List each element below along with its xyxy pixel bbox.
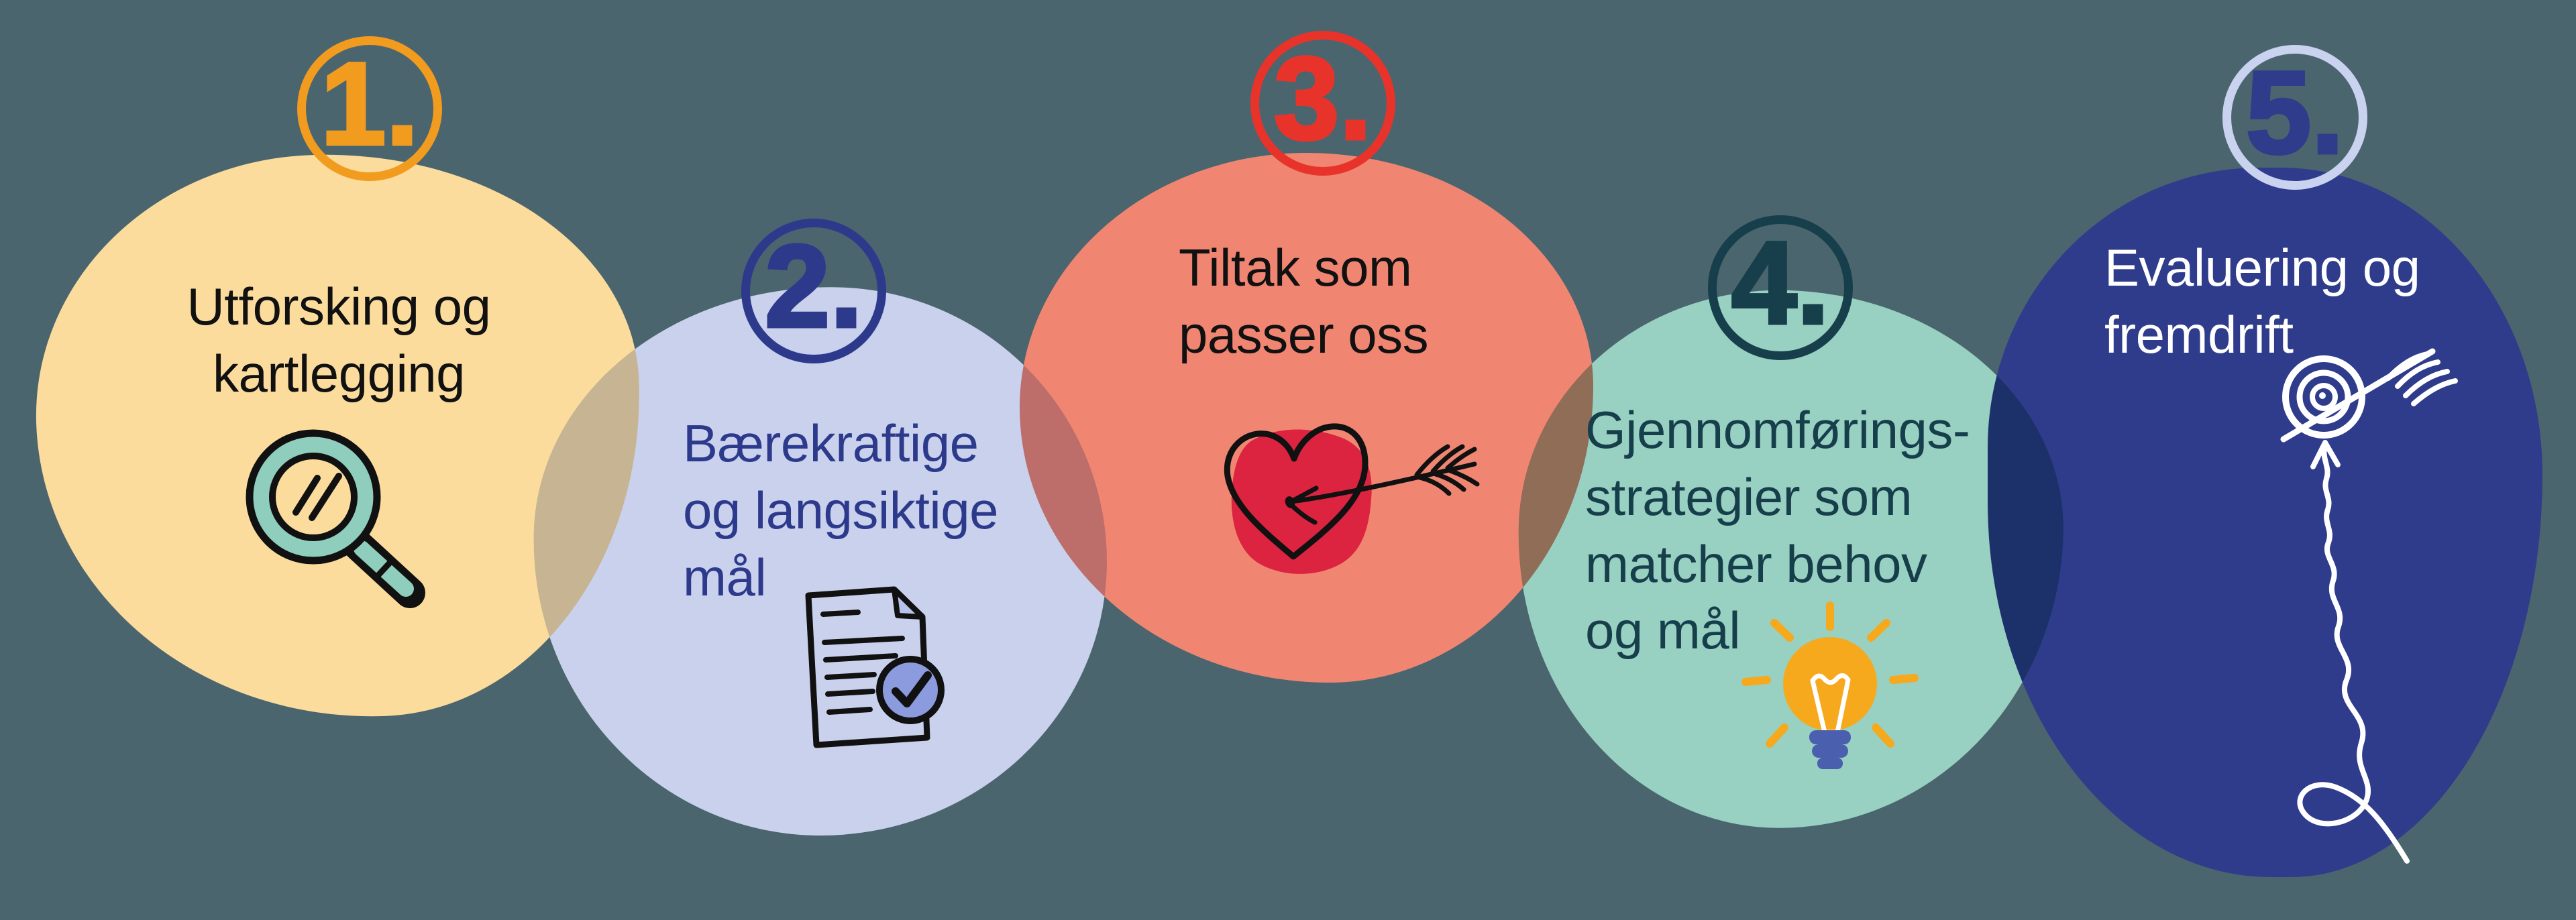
document-check-icon (805, 586, 945, 748)
target-arrow (2280, 348, 2458, 443)
step-3-label: Tiltak som passer oss (1179, 235, 1429, 369)
check-badge (876, 656, 945, 724)
heart-arrow-icon (1224, 423, 1480, 574)
step-5-number: 5. (2245, 47, 2346, 178)
step-3-label-line-2: passer oss (1179, 304, 1429, 364)
step-4-number-badge: 4. (1708, 215, 1853, 360)
step-2-label: Bærekraftige og langsiktige mål (683, 410, 999, 611)
step-2-number-badge: 2. (741, 219, 886, 363)
step-2-number: 2. (763, 221, 865, 352)
step-1-number: 1. (319, 38, 421, 170)
lens-glare-2 (309, 473, 342, 521)
lightbulb-filament (1810, 673, 1851, 735)
bullseye-rings (2282, 355, 2365, 439)
step-5-number-badge: 5. (2222, 45, 2367, 190)
check-mark (892, 671, 932, 707)
step-1-label: Utforsking og kartlegging (171, 274, 506, 408)
lightbulb-icon (1741, 601, 1919, 769)
step-5-label-line-2: fremdrift (2104, 304, 2294, 364)
step-4-label-line-1: Gjennomførings- (1585, 400, 1970, 459)
heart-outline (1224, 423, 1368, 560)
step-1-label-line-2: kartlegging (212, 343, 466, 403)
step-5-blob (1988, 168, 2542, 877)
step-2-label-line-2: og langsiktige (683, 480, 999, 540)
step-2-label-line-1: Bærekraftige (683, 414, 979, 473)
step-3-number-badge: 3. (1250, 31, 1395, 176)
step-4-label-line-3: matcher behov (1585, 534, 1927, 593)
step-4-label-line-2: strategier som (1585, 467, 1913, 526)
magnifier-handle-band (372, 557, 395, 581)
target-arrow-icon (2280, 348, 2458, 864)
document-text-lines (820, 610, 905, 715)
lightbulb-base (1809, 730, 1851, 769)
squiggle-arrow-up (2297, 440, 2410, 864)
lens-glare-1 (292, 475, 321, 516)
magnifying-glass-icon (246, 429, 425, 608)
step-3-blob (1020, 153, 1593, 683)
step-3-label-line-1: Tiltak som (1179, 238, 1412, 297)
step-5-label: Evaluering og fremdrift (2104, 235, 2420, 369)
lightbulb-rays (1741, 601, 1919, 748)
step-3-number: 3. (1273, 33, 1374, 164)
step-4-label: Gjennomførings- strategier som matcher b… (1585, 397, 1970, 665)
step-1-number-badge: 1. (297, 36, 442, 181)
step-2-label-line-3: mål (683, 547, 767, 607)
document-fold (892, 587, 925, 620)
step-5-label-line-1: Evaluering og (2104, 238, 2420, 297)
bullseye-center-dot (2319, 392, 2326, 399)
step-1-label-line-1: Utforsking og (186, 277, 491, 336)
step-4-number: 4. (1730, 217, 1831, 349)
magnifier-lens (269, 453, 358, 541)
step-4-label-line-4: og mål (1585, 601, 1741, 660)
arrow-tip-dot (1285, 496, 1295, 508)
